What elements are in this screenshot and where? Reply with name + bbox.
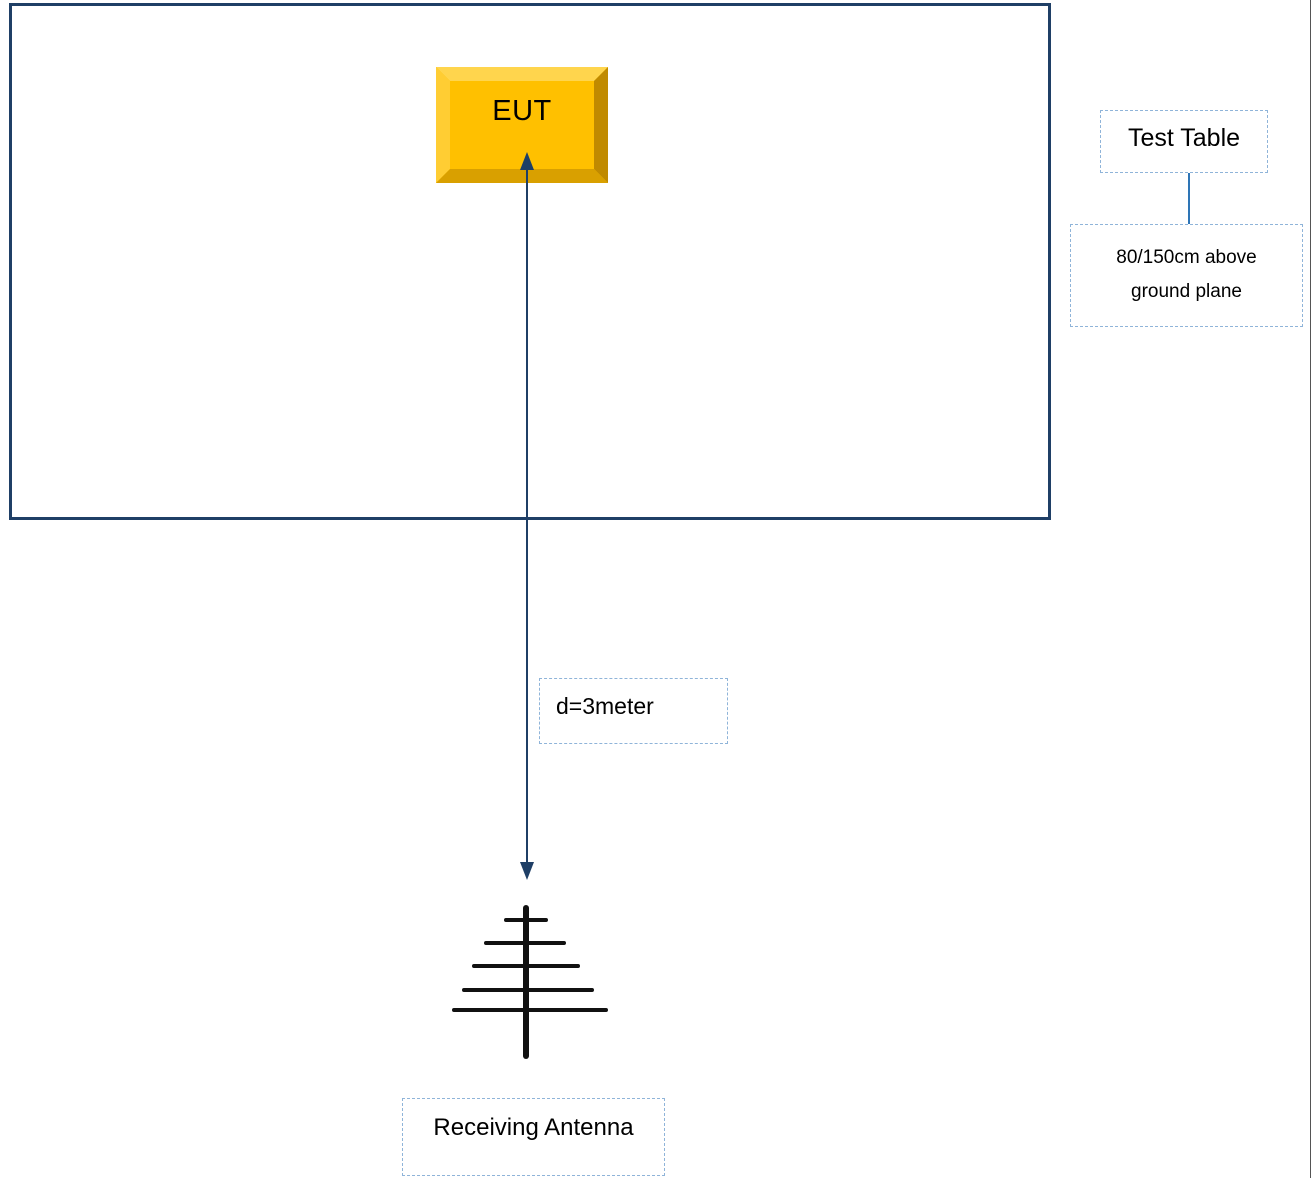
antenna-icon: [452, 905, 608, 1059]
distance-label-box: [539, 678, 728, 744]
antenna-label-box: [402, 1098, 665, 1176]
test-table-label: Test Table: [1127, 124, 1241, 152]
double-arrow-icon: [520, 152, 534, 880]
height-label-line-2: ground plane: [1131, 281, 1242, 302]
distance-label: d=3meter: [556, 693, 654, 719]
antenna-label: Receiving Antenna: [433, 1114, 634, 1141]
page-right-border: [1310, 0, 1311, 1178]
eut-bevel-shape: [436, 67, 608, 183]
label-connector-line: [1188, 173, 1190, 224]
height-label-line-1: 80/150cm above: [1116, 247, 1257, 268]
height-label: 80/150cm above ground plane: [1070, 241, 1303, 309]
test-table-label-box: [1100, 110, 1268, 173]
eut-box: EUT: [436, 67, 608, 183]
test-table-outline: [9, 3, 1051, 520]
height-label-box: [1070, 224, 1303, 327]
eut-label: EUT: [492, 95, 552, 127]
